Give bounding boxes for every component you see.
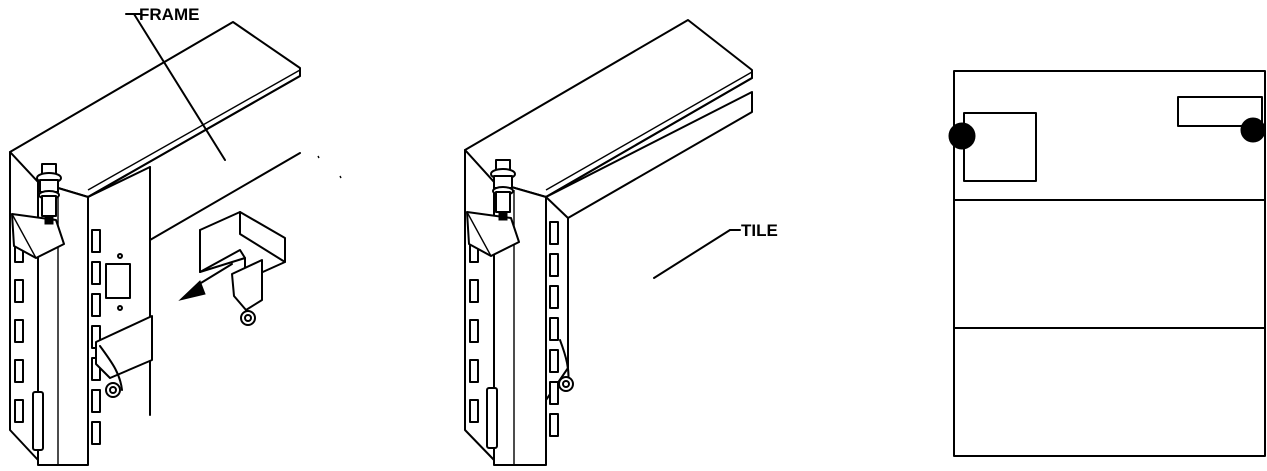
tile-label: TILE [741, 221, 778, 240]
removable-clip [199, 211, 286, 326]
tile-installed-view: TILE [464, 19, 778, 466]
black-dot-icon [948, 122, 976, 150]
frame-long-slot [32, 391, 44, 451]
leveling-screw-icon [36, 163, 62, 225]
elevation-square-cutout [963, 112, 1037, 182]
bolt-icon [105, 382, 121, 398]
bolt-icon [558, 376, 574, 392]
leveling-screw-icon [490, 159, 516, 221]
frame-clip-removal-view: FRAME [9, 5, 342, 466]
bolt-icon [240, 310, 256, 326]
frame-leader-line [133, 13, 226, 161]
frame-label: FRAME [139, 5, 199, 24]
tile-leader-line [653, 229, 731, 279]
frame-vertical-post [37, 181, 89, 466]
frame-post-slots [469, 221, 559, 437]
frame-square-cutout [105, 263, 131, 299]
frame-vertical-post [493, 181, 547, 466]
frame-long-slot [486, 387, 498, 449]
black-dot-icon [1240, 117, 1266, 143]
tile-elevation-view [948, 70, 1266, 457]
arrow-left-down-icon [178, 263, 233, 301]
frame-lower-bracket [95, 315, 153, 379]
